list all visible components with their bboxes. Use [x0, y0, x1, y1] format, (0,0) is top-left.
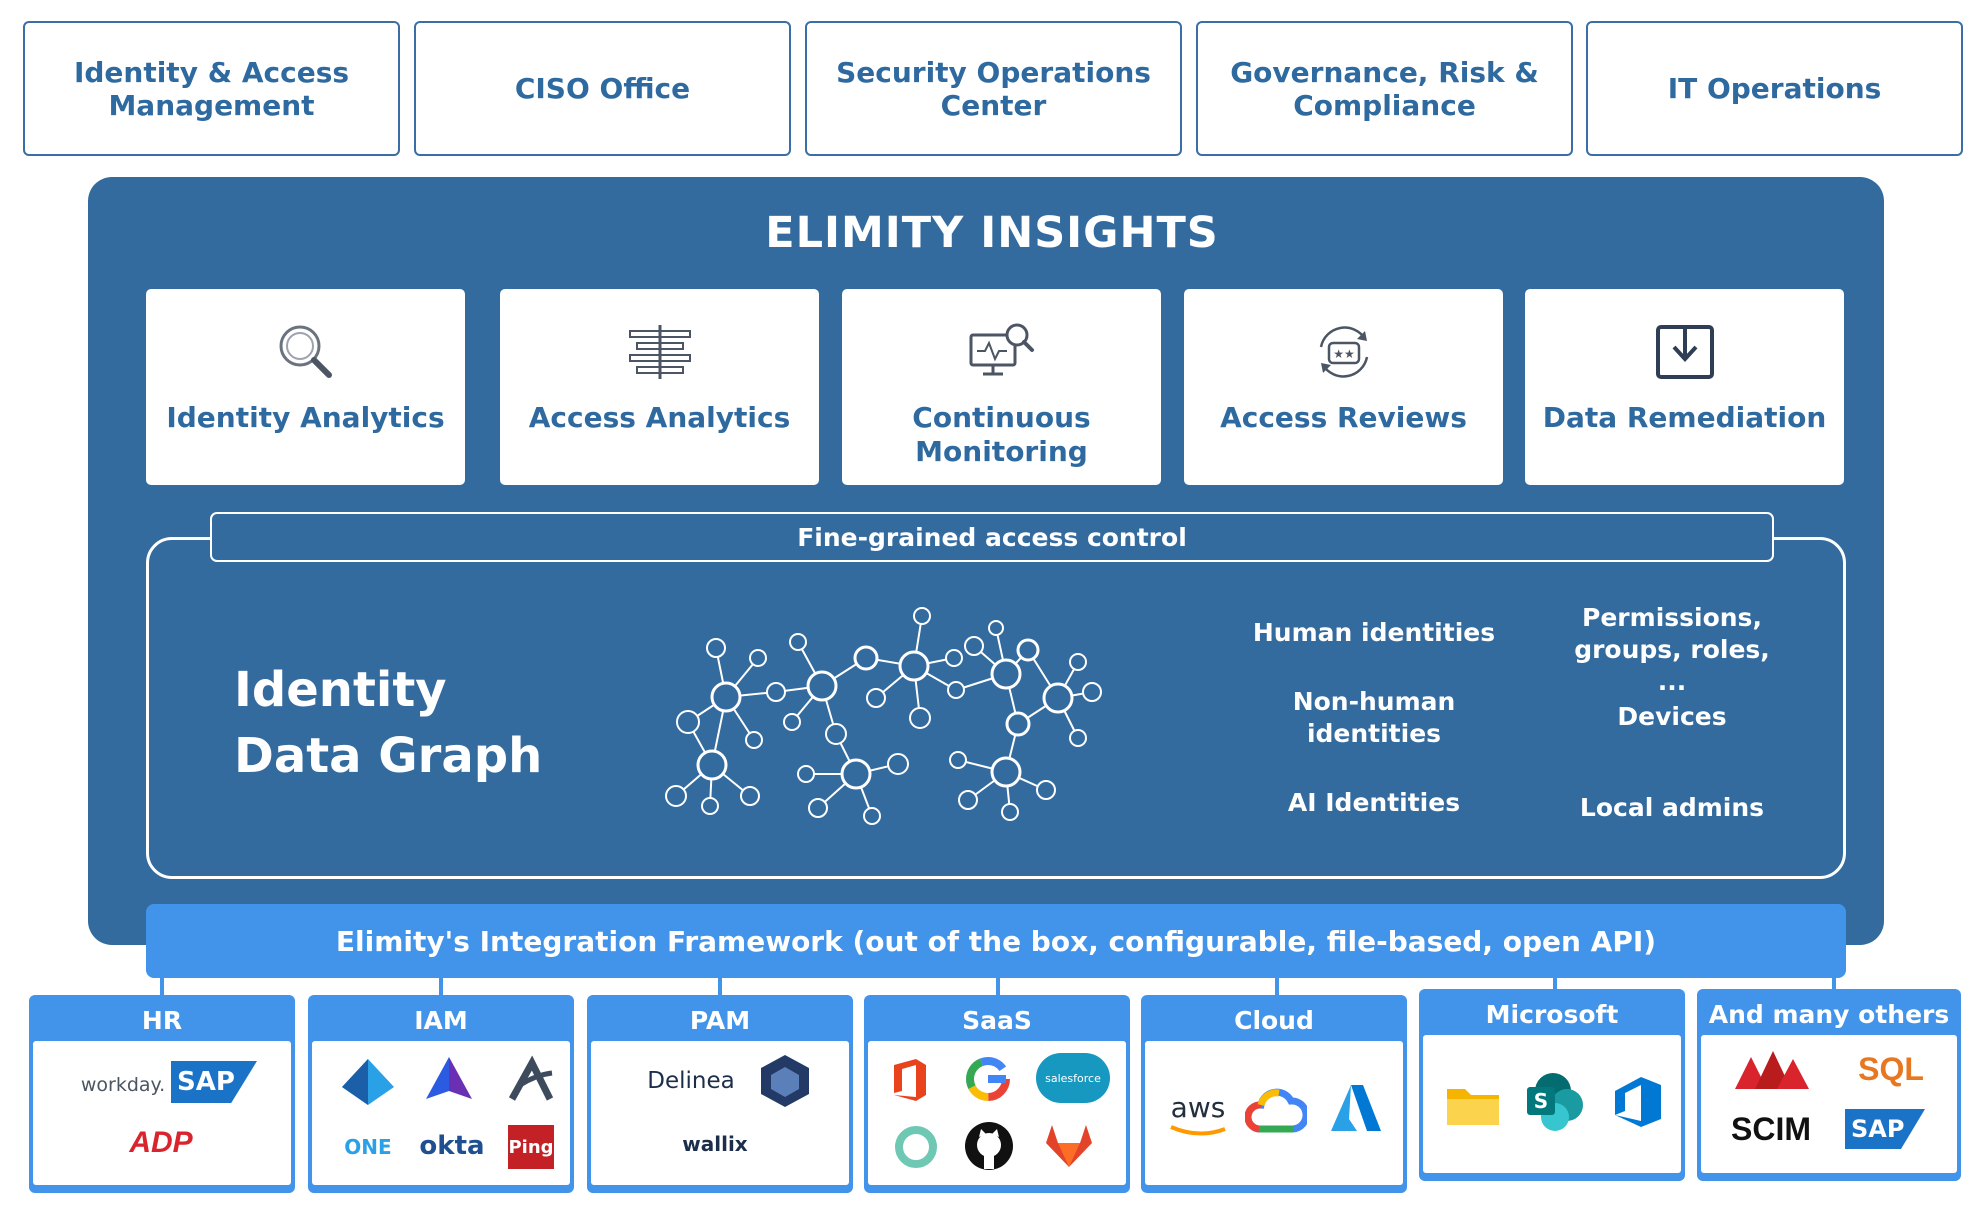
logo-panel: S [1423, 1035, 1681, 1173]
svg-text:★★: ★★ [1333, 347, 1355, 361]
magnifier-icon [279, 325, 332, 378]
stakeholder-grc: Governance, Risk & Compliance [1196, 21, 1573, 156]
one-identity-logo: ONE [344, 1135, 392, 1159]
sap-logo: SAP [171, 1061, 257, 1103]
svg-text:S: S [1534, 1089, 1548, 1113]
azure-icon [1331, 1085, 1381, 1131]
logo-panel: workday. SAP ADP [33, 1041, 291, 1185]
connector [996, 974, 1000, 996]
connector [1553, 974, 1557, 996]
scim-logo: SCIM [1731, 1110, 1811, 1147]
gcp-icon [1245, 1088, 1307, 1133]
circle-app-icon [895, 1126, 937, 1168]
sap-logo: SAP [1845, 1109, 1925, 1149]
delinea-logo: Delinea [647, 1068, 735, 1094]
category-title: IAM [414, 1005, 468, 1035]
category-saas: SaaS salesforce [864, 995, 1130, 1193]
graph-item-ai: AI Identities [1287, 788, 1461, 817]
okta-logo: okta [419, 1131, 485, 1161]
azure-ad-icon [342, 1059, 394, 1105]
folder-icon [1447, 1089, 1499, 1125]
module-label: Continuous Monitoring [912, 401, 1091, 468]
azure-devops-icon [1615, 1077, 1661, 1127]
workday-logo: workday. [80, 1074, 166, 1096]
connector [439, 974, 443, 996]
logo-panel: Delinea wallix [591, 1041, 849, 1185]
module-identity-analytics: Identity Analytics [146, 289, 465, 485]
module-label: Access Analytics [528, 401, 791, 434]
logo-panel: SQL SCIM SAP [1701, 1035, 1957, 1173]
category-title: Microsoft [1485, 999, 1619, 1029]
category-microsoft: Microsoft S [1419, 989, 1685, 1181]
review-badge-icon: ★★ [1319, 326, 1368, 378]
module-label: Data Remediation [1542, 401, 1827, 434]
stakeholder-soc: Security Operations Center [805, 21, 1182, 156]
sharepoint-icon: S [1527, 1073, 1583, 1131]
integration-framework-bar: Elimity's Integration Framework (out of … [146, 904, 1846, 978]
logo-panel: ONE okta Ping [312, 1041, 570, 1185]
aws-logo: aws [1170, 1090, 1226, 1124]
platform-title: ELIMITY INSIGHTS [765, 208, 1219, 258]
gitlab-icon [1046, 1125, 1092, 1167]
network-graph-icon [665, 607, 1102, 825]
connector [1275, 974, 1279, 996]
office-icon [894, 1059, 926, 1101]
sql-logo: SQL [1858, 1050, 1924, 1087]
wallix-logo: wallix [682, 1132, 748, 1156]
stakeholder-itops: IT Operations [1586, 21, 1963, 156]
layered-bars-icon [628, 325, 691, 379]
graph-title: Identity Data Graph [234, 662, 543, 784]
aws-smile-icon [1170, 1125, 1226, 1136]
category-iam: IAM ONE okta Ping [308, 995, 574, 1193]
logo-panel: salesforce [868, 1041, 1126, 1185]
module-label: Identity Analytics [166, 401, 445, 434]
module-access-analytics: Access Analytics [500, 289, 819, 485]
category-cloud: Cloud aws [1141, 995, 1407, 1193]
connector [718, 974, 722, 996]
github-icon [965, 1122, 1013, 1170]
graph-item-permissions: Permissions, groups, roles, ... [1574, 603, 1770, 696]
stakeholder-iam: Identity & Access Management [23, 21, 400, 156]
connector [160, 974, 164, 996]
category-title: PAM [689, 1005, 751, 1035]
module-label: Access Reviews [1220, 401, 1467, 434]
module-continuous-monitoring: Continuous Monitoring [842, 289, 1161, 485]
google-icon [966, 1057, 1010, 1101]
cube-icon [761, 1055, 809, 1107]
module-data-remediation: Data Remediation [1525, 289, 1844, 485]
adp-logo: ADP [129, 1126, 193, 1159]
category-title: SaaS [962, 1005, 1032, 1035]
category-others: And many others SQL SCIM SAP [1697, 989, 1961, 1181]
download-box-icon [1655, 325, 1714, 379]
category-hr: HR workday. SAP ADP [29, 995, 295, 1193]
graph-item-nonhuman: Non-human identities [1292, 687, 1456, 748]
pyramid-icon [426, 1057, 472, 1099]
category-pam: PAM Delinea wallix [587, 995, 853, 1193]
category-title: And many others [1708, 999, 1950, 1029]
category-title: Cloud [1234, 1005, 1314, 1035]
access-control-banner: Fine-grained access control [210, 512, 1774, 562]
connector [1832, 974, 1836, 996]
graph-item-devices: Devices [1617, 702, 1727, 731]
module-access-reviews: ★★ Access Reviews [1184, 289, 1503, 485]
graph-item-local-admins: Local admins [1579, 793, 1765, 822]
salesforce-logo: salesforce [1036, 1053, 1110, 1103]
mountains-icon [1735, 1051, 1809, 1089]
stakeholder-ciso: CISO Office [414, 21, 791, 156]
sailpoint-icon [508, 1055, 554, 1101]
graph-item-human: Human identities [1252, 618, 1496, 647]
logo-panel: aws [1145, 1041, 1403, 1185]
monitor-search-icon [969, 323, 1034, 376]
ping-logo: Ping [508, 1125, 554, 1169]
category-title: HR [141, 1005, 183, 1035]
